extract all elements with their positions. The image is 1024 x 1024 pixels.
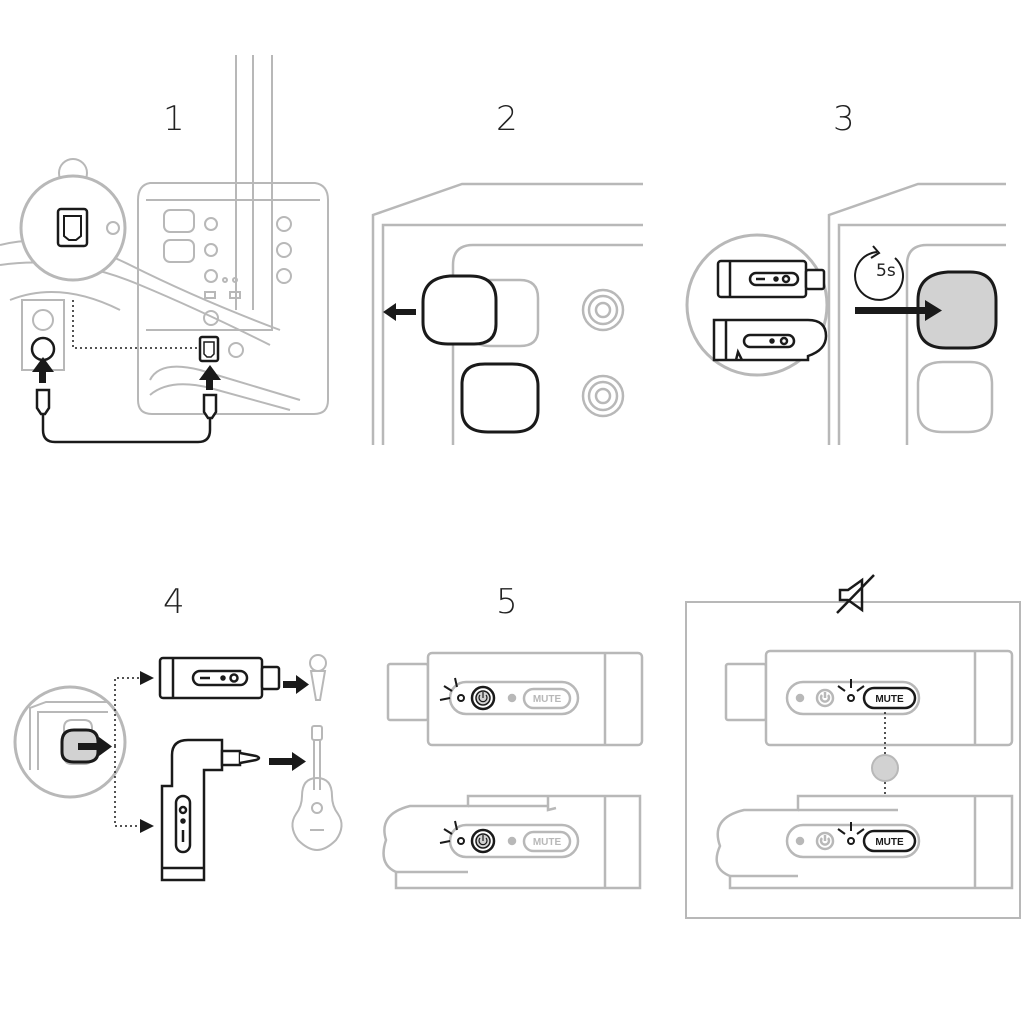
step-2-panel: 2: [371, 99, 643, 445]
highlighted-slot: [916, 270, 998, 350]
remove-cover-arrow: [383, 303, 416, 321]
press-indicator-dot: [871, 754, 899, 782]
timer-icon: 5s: [854, 245, 905, 301]
timer-label: 5s: [876, 261, 896, 281]
step-5-panel: 5 MUTE: [382, 582, 644, 890]
step-3-panel: 3 5s: [685, 99, 1006, 445]
instrument-transmitter-icon-4: [160, 738, 261, 882]
upper-bay-cover: [421, 274, 498, 346]
guitar-icon: [291, 725, 343, 852]
power-button-bottom[interactable]: [470, 828, 496, 854]
receiver-out-arrow: [78, 737, 112, 756]
instrument-arrow: [269, 752, 306, 771]
speaker-mute-icon: [836, 574, 875, 614]
instrument-transmitter-icon: [712, 318, 828, 362]
plug-in-arrow-right: [199, 365, 221, 390]
step-3-number: 3: [833, 99, 855, 139]
led-blink-icon-mute-bottom: [837, 822, 865, 845]
led-blink-icon-top: [439, 677, 465, 702]
receiver-bay-outline-3: [827, 182, 1006, 445]
insert-arrow: [855, 300, 942, 321]
mute-button-top[interactable]: MUTE: [862, 686, 917, 710]
mute-button-label-top: MUTE: [533, 694, 562, 705]
power-cord-icon: [35, 388, 218, 444]
step-5-number: 5: [496, 582, 518, 622]
mute-panel: MUTE MUTE: [685, 574, 1021, 919]
mute-button-label-mute-bottom: MUTE: [875, 837, 904, 848]
connection-dotted-lines: [114, 671, 154, 833]
wall-outlet-icon: [21, 299, 65, 371]
step-4-number: 4: [163, 582, 185, 622]
instrument-transmitter-bottom: [382, 794, 642, 890]
mic-transmitter-icon: [716, 259, 826, 299]
zoom-link-dotted-line: [72, 300, 200, 349]
led-blink-icon-mute-top: [837, 679, 865, 702]
led-blink-icon-bottom: [439, 820, 465, 845]
mic-transmitter-top: [386, 651, 644, 747]
transmitters-zoom-circle: [685, 233, 829, 377]
power-button-top[interactable]: [470, 685, 496, 711]
mute-button-label-bottom: MUTE: [533, 837, 562, 848]
mic-arrow: [283, 675, 309, 694]
power-inlet-icon: [198, 335, 220, 363]
step-2-number: 2: [496, 99, 518, 139]
microphone-icon: [309, 654, 327, 701]
power-inlet-zoom-circle: [19, 158, 127, 282]
step-1-panel: 1: [0, 55, 329, 444]
step-4-panel: 4: [13, 582, 343, 882]
lower-bay-cover: [460, 362, 540, 434]
speaker-base-icon: [0, 182, 329, 415]
mute-button-label-mute-top: MUTE: [875, 694, 904, 705]
plug-in-arrow-left: [32, 357, 54, 383]
mute-button-bottom[interactable]: MUTE: [862, 829, 917, 853]
mic-transmitter-icon-4: [158, 656, 281, 700]
receiver-zoom-circle: [13, 685, 127, 799]
step-1-number: 1: [163, 99, 185, 139]
